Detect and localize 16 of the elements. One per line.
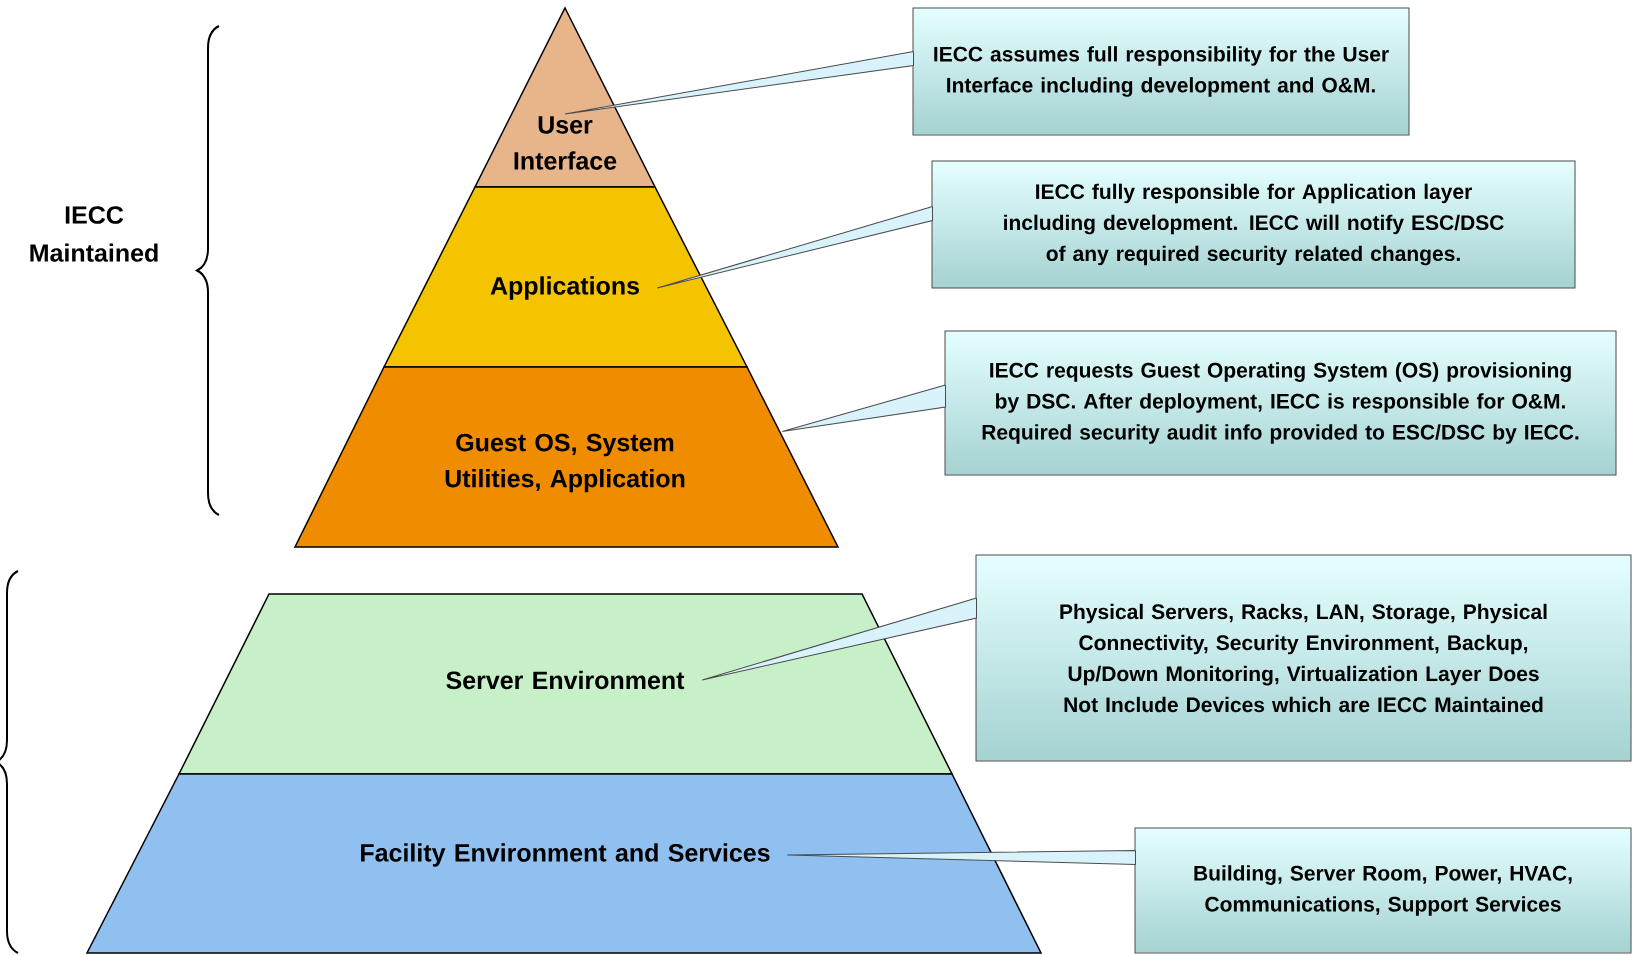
layer-label: Applications (490, 276, 639, 300)
callout-pointer (701, 597, 977, 681)
callout-box: IECC requests Guest Operating System (OS) provisioning by DSC. After deployment, IECC is responsible for O&M. Required security audit info provided to ESC/DSC by IECC. (944, 330, 1617, 476)
callout-box: IECC assumes full responsibility for the User Interface including development and O&M. (912, 7, 1410, 136)
side-label: IECC Maintained (30, 206, 158, 262)
layer-label: User Interface (514, 116, 617, 170)
callout-pointer (781, 384, 946, 432)
callout-pointer (786, 850, 1136, 865)
callout-box: Physical Servers, Racks, LAN, Storage, Physical Connectivity, Security Environment, Backup, Up/Down Monitoring, Virtualization Layer Does Not Include Devices which are IECC Maintained (975, 554, 1632, 762)
layer-label: Guest OS, System Utilities, Application (445, 433, 685, 493)
layer-label: Facility Environment and Services (361, 843, 770, 867)
callout-box: Building, Server Room, Power, HVAC, Communications, Support Services (1134, 827, 1632, 954)
callout-box: IECC fully responsible for Application layer including development. IECC will notify ESC/DSC of any required security related changes. (931, 160, 1576, 289)
callout-pointer (656, 206, 933, 289)
callout-pointer (564, 51, 914, 115)
layer-label: Server Environment (446, 670, 685, 690)
